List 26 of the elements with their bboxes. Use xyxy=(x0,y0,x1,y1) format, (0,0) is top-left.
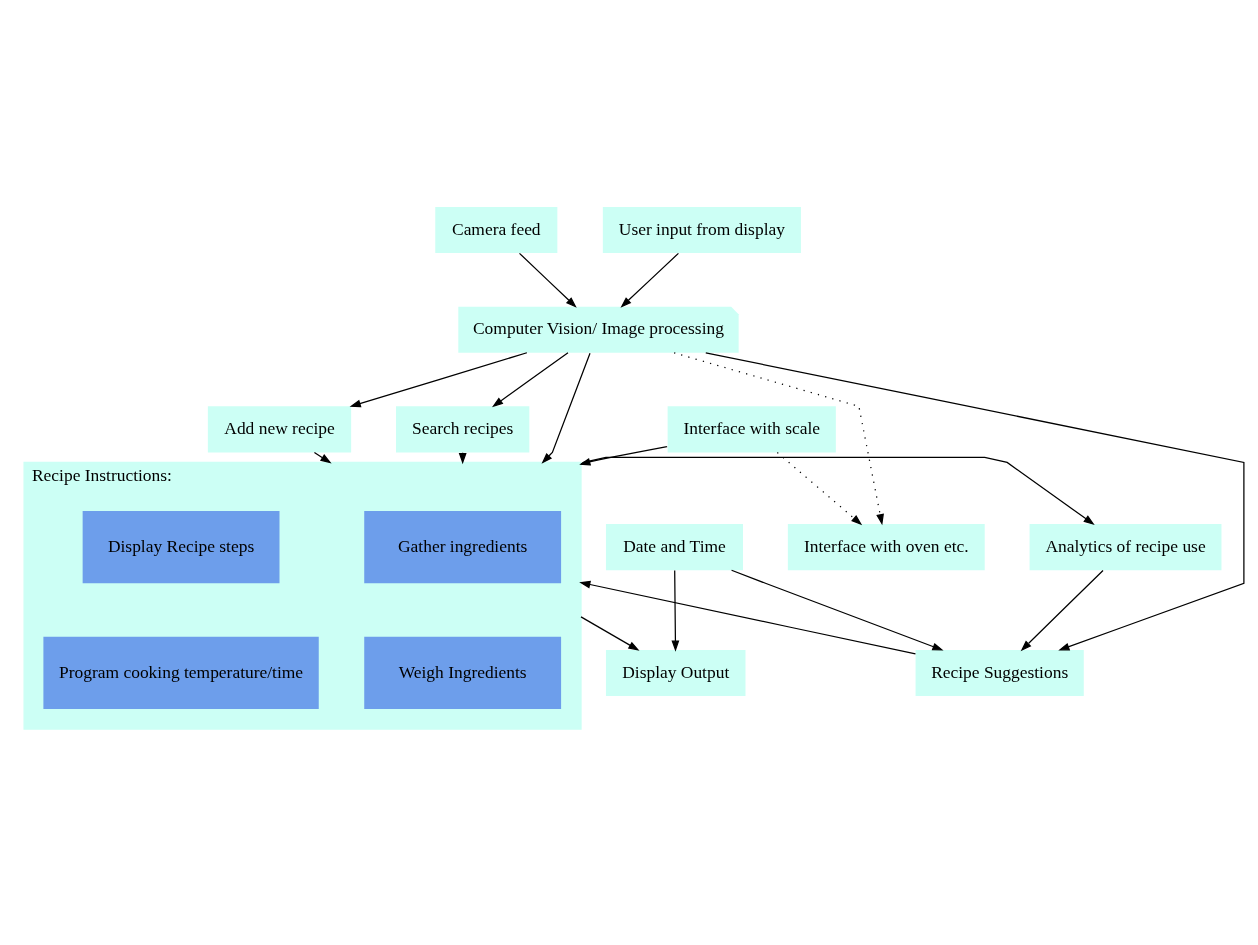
node-box: Display Recipe steps xyxy=(82,510,280,583)
node-box: Weigh Ingredients xyxy=(364,636,562,709)
arrow xyxy=(671,569,680,652)
node-box: Display Output xyxy=(605,649,746,696)
arrow xyxy=(673,351,884,525)
arrow xyxy=(580,615,640,651)
arrow xyxy=(776,451,863,525)
node-box: Recipe Suggestions xyxy=(915,649,1084,696)
arrow xyxy=(620,252,680,308)
arrow xyxy=(579,580,917,654)
arrow xyxy=(730,569,944,651)
node-box: Program cooking temperature/time xyxy=(43,636,319,709)
arrow xyxy=(518,252,577,308)
node-box: Camera feed xyxy=(435,206,558,253)
node-box: Date and Time xyxy=(605,523,743,570)
node-box: Add new recipe xyxy=(207,405,352,452)
node-box: Interface with scale xyxy=(667,405,836,452)
node-box: Gather ingredients xyxy=(364,510,562,583)
arrow xyxy=(1020,569,1104,651)
node-box: Analytics of recipe use xyxy=(1029,523,1222,570)
arrow xyxy=(313,451,332,463)
arrow xyxy=(349,351,528,407)
node-box: User input from display xyxy=(602,206,801,253)
arrow xyxy=(705,351,1245,650)
arrow xyxy=(491,351,569,407)
node-box: Interface with oven etc. xyxy=(787,523,985,570)
